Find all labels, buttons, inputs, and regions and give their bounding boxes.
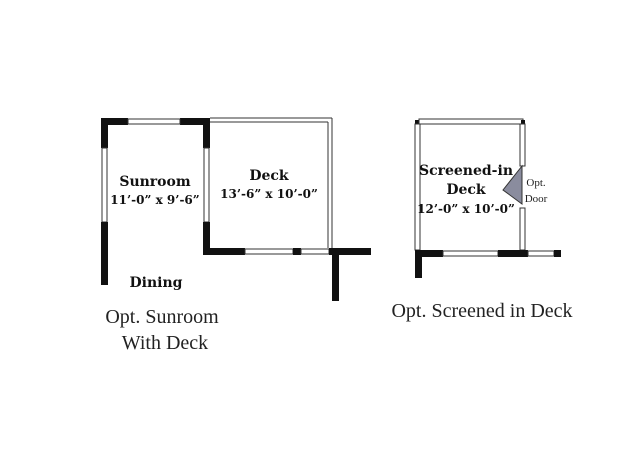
screened-wall-top-right-post xyxy=(521,120,525,124)
screened-wall-bottom-b xyxy=(498,250,528,257)
screened-screen-right-top xyxy=(519,123,526,167)
screened-window-bottom xyxy=(527,250,555,257)
optional-door-label-line2: Door xyxy=(525,193,548,205)
deck-door-bottom-1 xyxy=(244,248,294,255)
screened-wall-top-left-post xyxy=(415,120,419,124)
sunroom-wall-right-bottom xyxy=(203,222,210,255)
sunroom-wall-left-bottom xyxy=(101,222,108,285)
sunroom-name: Sunroom xyxy=(119,174,191,190)
screened-screen-top xyxy=(418,118,524,125)
sunroom-wall-top-left xyxy=(101,118,128,125)
screened-wall-bottom-a xyxy=(415,250,443,257)
sunroom-window-left xyxy=(101,147,108,223)
screened-wall-left-post xyxy=(415,250,422,278)
sunroom-window-right xyxy=(203,147,210,223)
sunroom-window-top xyxy=(127,118,181,125)
deck-name: Deck xyxy=(249,168,289,184)
sunroom-caption-line1: Opt. Sunroom xyxy=(105,306,219,328)
screened-room-name-line1: Screened-in xyxy=(419,163,513,179)
deck-dimensions: 13’-6” x 10’-0” xyxy=(220,187,318,201)
sunroom-deck-plan: Sunroom 11’-0” x 9’-6” Deck 13’-6” x 10’… xyxy=(101,117,371,354)
deck-door-bottom-2 xyxy=(300,248,330,255)
sunroom-wall-left-top xyxy=(101,118,108,148)
deck-wall-bottom-c xyxy=(329,248,371,255)
sunroom-wall-right-top xyxy=(203,118,210,148)
deck-wall-bottom-a xyxy=(203,248,245,255)
screened-room-name-line2: Deck xyxy=(446,182,486,198)
sunroom-dimensions: 11’-0” x 9’-6” xyxy=(110,193,199,207)
screened-wall-bottom-c xyxy=(554,250,561,257)
dining-label: Dining xyxy=(130,275,183,291)
deck-wall-bottom-b xyxy=(293,248,301,255)
optional-door-icon xyxy=(502,164,523,205)
screened-caption: Opt. Screened in Deck xyxy=(391,300,572,322)
screened-screen-right-bottom xyxy=(519,207,526,251)
screened-screen-left xyxy=(414,123,421,251)
sunroom-wall-top-right xyxy=(180,118,210,125)
optional-door-label-line1: Opt. xyxy=(526,177,546,189)
screened-deck-plan: Screened-in Deck 12’-0” x 10’-0” Opt. Do… xyxy=(391,118,573,322)
screened-door-bottom xyxy=(442,250,499,257)
screened-room-dimensions: 12’-0” x 10’-0” xyxy=(417,202,515,216)
deck-wall-post xyxy=(332,248,339,301)
sunroom-caption-line2: With Deck xyxy=(122,332,208,354)
